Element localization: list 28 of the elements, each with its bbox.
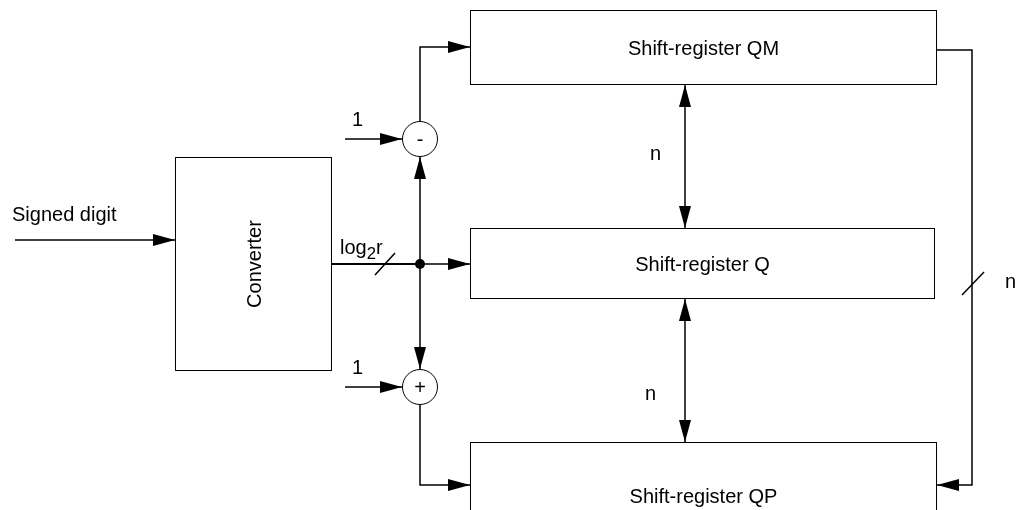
- input-label: 1: [352, 108, 364, 130]
- converter-block: [175, 157, 332, 371]
- block-label: Shift-register QP: [629, 486, 778, 506]
- bidirectional-arrow: [679, 298, 691, 443]
- subtractor-circle: [402, 121, 438, 157]
- block-label: +: [414, 377, 426, 397]
- edge-label: n: [650, 142, 662, 164]
- register-block: [470, 10, 937, 85]
- input-arrow: [344, 381, 403, 393]
- edge-label: log$_{2}$r: [340, 236, 383, 264]
- arrow: [419, 41, 471, 122]
- adder-circle: [402, 369, 438, 405]
- register-block: [470, 442, 937, 510]
- input-label: 1: [352, 356, 364, 378]
- arrow: [331, 263, 426, 370]
- edge-label: n: [645, 382, 657, 404]
- block-label: Shift-register Q: [635, 253, 770, 274]
- arrow: [936, 49, 973, 491]
- block-label: -: [416, 129, 424, 149]
- arrow: [419, 404, 471, 491]
- input-label: Signed digit: [12, 203, 117, 225]
- register-block: [470, 228, 935, 299]
- input-arrow: [344, 133, 403, 145]
- bidirectional-arrow: [679, 84, 691, 229]
- block-label: Converter: [243, 220, 264, 308]
- input-arrow: [14, 234, 176, 246]
- block-label: Shift-register QM: [627, 37, 780, 58]
- edge-label: n: [1005, 270, 1017, 292]
